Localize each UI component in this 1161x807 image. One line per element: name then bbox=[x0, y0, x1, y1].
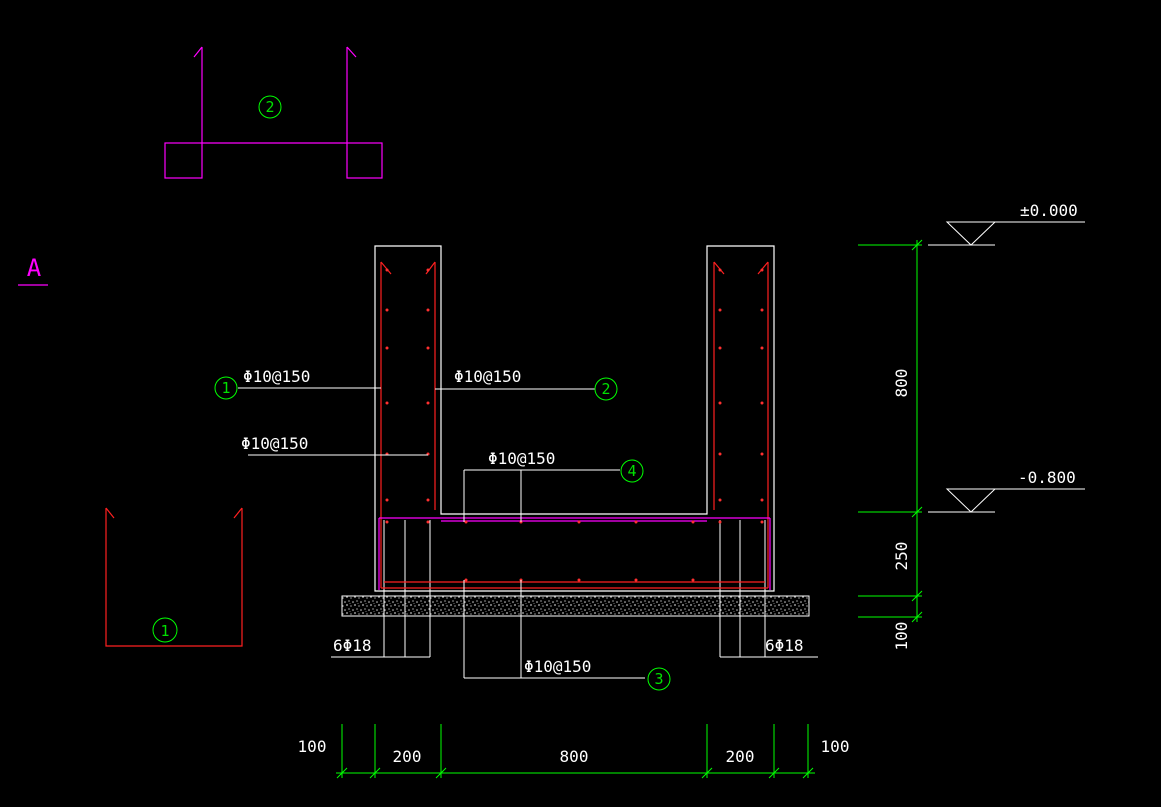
rebar-label-3: Φ10@150 bbox=[524, 657, 591, 676]
marker-2-circle bbox=[594, 377, 618, 401]
vertical-dimension bbox=[858, 239, 923, 623]
elevation-top: ±0.000 bbox=[1020, 201, 1078, 220]
hdim-3: 200 bbox=[726, 747, 755, 766]
concrete-outline bbox=[374, 245, 775, 592]
marker-1-detail: 1 bbox=[160, 622, 169, 640]
marker-1-circle bbox=[214, 376, 238, 400]
marker-3-circle bbox=[647, 667, 671, 691]
gravel-cushion bbox=[341, 595, 810, 617]
vdim-100: 100 bbox=[892, 622, 911, 651]
elevation-bottom: -0.800 bbox=[1018, 468, 1076, 487]
rebar-label-2: Φ10@150 bbox=[454, 367, 521, 386]
rebar-label-1: Φ10@150 bbox=[243, 367, 310, 386]
vdim-800: 800 bbox=[892, 369, 911, 398]
vdim-250: 250 bbox=[892, 542, 911, 571]
marker-2-detail: 2 bbox=[265, 98, 274, 116]
hdim-1: 200 bbox=[393, 747, 422, 766]
marker-4-circle bbox=[620, 459, 644, 483]
hdim-2: 800 bbox=[560, 747, 589, 766]
marker-3: 3 bbox=[654, 670, 663, 688]
bar-detail-2 bbox=[164, 46, 383, 179]
rebar-label-right-main: 6Φ18 bbox=[765, 636, 804, 655]
rebar-label-mid: Φ10@150 bbox=[241, 434, 308, 453]
hdim-0: 100 bbox=[298, 737, 327, 756]
marker-1-circle-detail bbox=[152, 617, 178, 643]
marker-2: 2 bbox=[601, 380, 610, 398]
leader-lines bbox=[238, 387, 818, 679]
section-label: A bbox=[27, 254, 42, 282]
rebar-red bbox=[380, 261, 769, 589]
rebar-label-4: Φ10@150 bbox=[488, 449, 555, 468]
horizontal-dimension bbox=[336, 724, 815, 779]
rebar-label-left-main: 6Φ18 bbox=[333, 636, 372, 655]
marker-1: 1 bbox=[221, 379, 230, 397]
marker-4: 4 bbox=[627, 462, 636, 480]
elevation-symbols bbox=[928, 221, 1085, 513]
marker-2-circle-detail bbox=[258, 95, 282, 119]
rebar-magenta bbox=[378, 517, 771, 590]
hdim-4: 100 bbox=[821, 737, 850, 756]
bar-detail-1 bbox=[105, 507, 243, 647]
